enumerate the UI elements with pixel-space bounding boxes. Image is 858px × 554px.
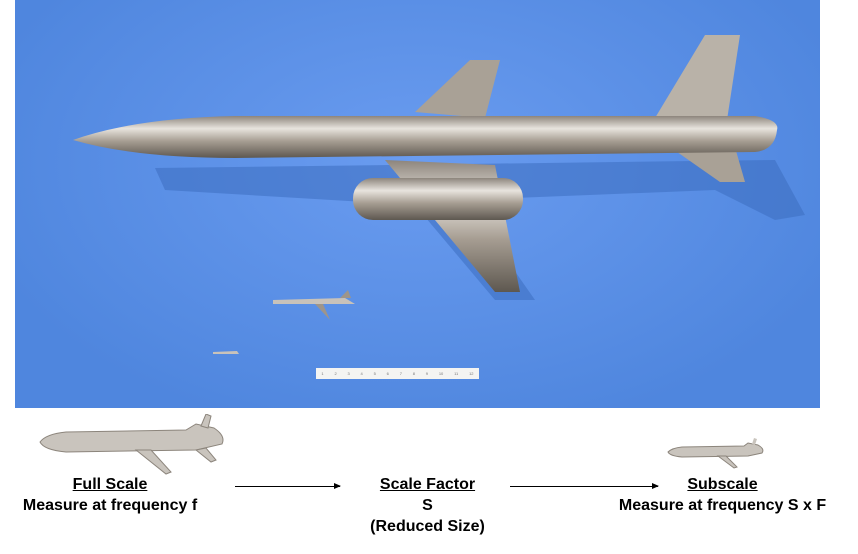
subscale-subtitle: Measure at frequency S x F	[618, 497, 827, 514]
subscale-missile-icon	[667, 438, 764, 469]
ruler-mark: 10	[438, 371, 444, 376]
scale-factor-value: S	[422, 497, 433, 514]
ruler-mark: 2	[334, 371, 337, 376]
scale-factor-title: Scale Factor	[379, 476, 476, 493]
arrow-right	[510, 483, 659, 489]
ruler-mark: 3	[347, 371, 350, 376]
full-scale-title: Full Scale	[72, 476, 148, 493]
full-scale-missile-icon	[39, 414, 224, 475]
full-scale-label: Full Scale Measure at frequency f	[0, 474, 220, 516]
subscale-title: Subscale	[687, 476, 758, 493]
scale-factor-label: Scale Factor S (Reduced Size)	[340, 474, 515, 537]
ruler-mark: 8	[412, 371, 415, 376]
ruler-mark: 12	[469, 371, 474, 376]
ruler: 1 2 3 4 5 6 7 8 9 10 11 12	[316, 368, 479, 379]
subscale-label: Subscale Measure at frequency S x F	[590, 474, 855, 516]
ruler-mark: 11	[454, 371, 459, 376]
ruler-mark: 7	[399, 371, 402, 376]
model-photo: 1 2 3 4 5 6 7 8 9 10 11 12	[15, 0, 820, 408]
scale-factor-note: (Reduced Size)	[370, 518, 485, 535]
full-scale-subtitle: Measure at frequency f	[22, 497, 198, 514]
ruler-mark: 5	[373, 371, 376, 376]
missile-models-illustration	[73, 35, 805, 354]
ruler-mark: 9	[425, 371, 429, 376]
ruler-mark: 6	[386, 371, 389, 376]
ruler-mark: 1	[321, 371, 324, 376]
ruler-mark: 4	[360, 371, 363, 376]
arrow-right	[235, 483, 341, 489]
